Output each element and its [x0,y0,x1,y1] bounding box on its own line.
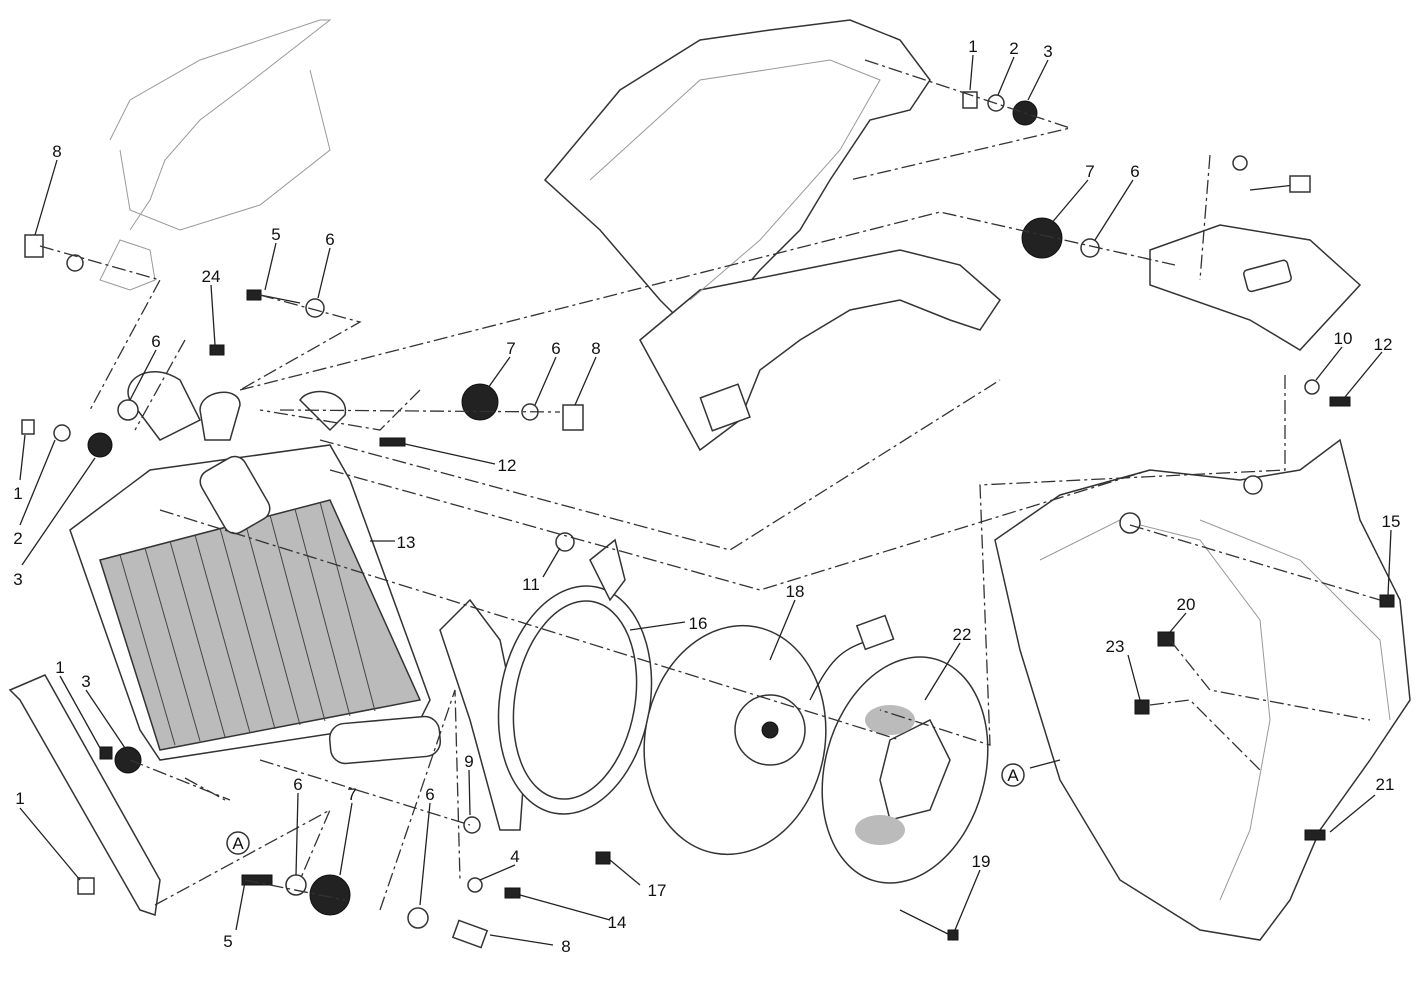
callout: 3 [13,570,22,589]
callout: 12 [498,456,517,475]
radiator [69,370,442,765]
callout: 21 [1376,775,1395,794]
callout: 8 [591,339,600,358]
fasteners [21,91,1395,949]
callout: 5 [271,225,280,244]
callout: 14 [608,913,627,932]
callout: 9 [464,752,473,771]
callout: 12 [1374,335,1393,354]
callout: 4 [510,847,519,866]
callout: 16 [689,614,708,633]
callout: 1 [15,789,24,808]
fan-cover [821,656,989,884]
callout: 2 [13,529,22,548]
callout: 8 [561,937,570,956]
view-marker-a-right: A [1001,759,1061,787]
leader-lines [19,54,1392,946]
callout: 10 [1334,329,1353,348]
view-marker-label: A [1007,766,1019,785]
callout: 8 [52,142,61,161]
callout: 6 [425,785,434,804]
callout: 3 [1043,42,1052,61]
callout: 7 [347,785,356,804]
callout: 20 [1177,595,1196,614]
callout: 7 [506,339,515,358]
callout: 6 [1130,162,1139,181]
callout: 17 [648,881,667,900]
view-marker-a-left: A [184,777,250,855]
callout: 1 [968,37,977,56]
callout: 18 [786,582,805,601]
callout: 6 [293,775,302,794]
callout: 13 [397,533,416,552]
view-marker-label: A [232,834,244,853]
side-cover-right [994,438,1411,941]
callout: 5 [223,932,232,951]
callout: 6 [325,230,334,249]
callout: 6 [151,332,160,351]
callout: 15 [1382,512,1401,531]
callout: 11 [522,575,540,594]
assembly-lines [39,59,1381,911]
callout: 1 [55,658,64,677]
callout: 1 [13,484,22,503]
callout: 23 [1106,637,1125,656]
callout: 7 [1085,162,1094,181]
cooling-fan [643,614,895,856]
callout: 6 [551,339,560,358]
bracket-right [1149,155,1362,351]
callout: 3 [81,672,90,691]
callout: 24 [202,267,221,286]
fairing-upper-part [543,19,1001,452]
bracket-left [8,674,161,916]
callout-labels: 1 2 3 8 7 6 5 6 24 6 7 6 8 10 12 1 2 3 1… [13,37,1400,956]
fan-shroud [439,538,653,831]
callout: 22 [953,625,972,644]
callout: 2 [1009,39,1018,58]
frame-part [99,19,332,291]
callout: 19 [972,852,991,871]
